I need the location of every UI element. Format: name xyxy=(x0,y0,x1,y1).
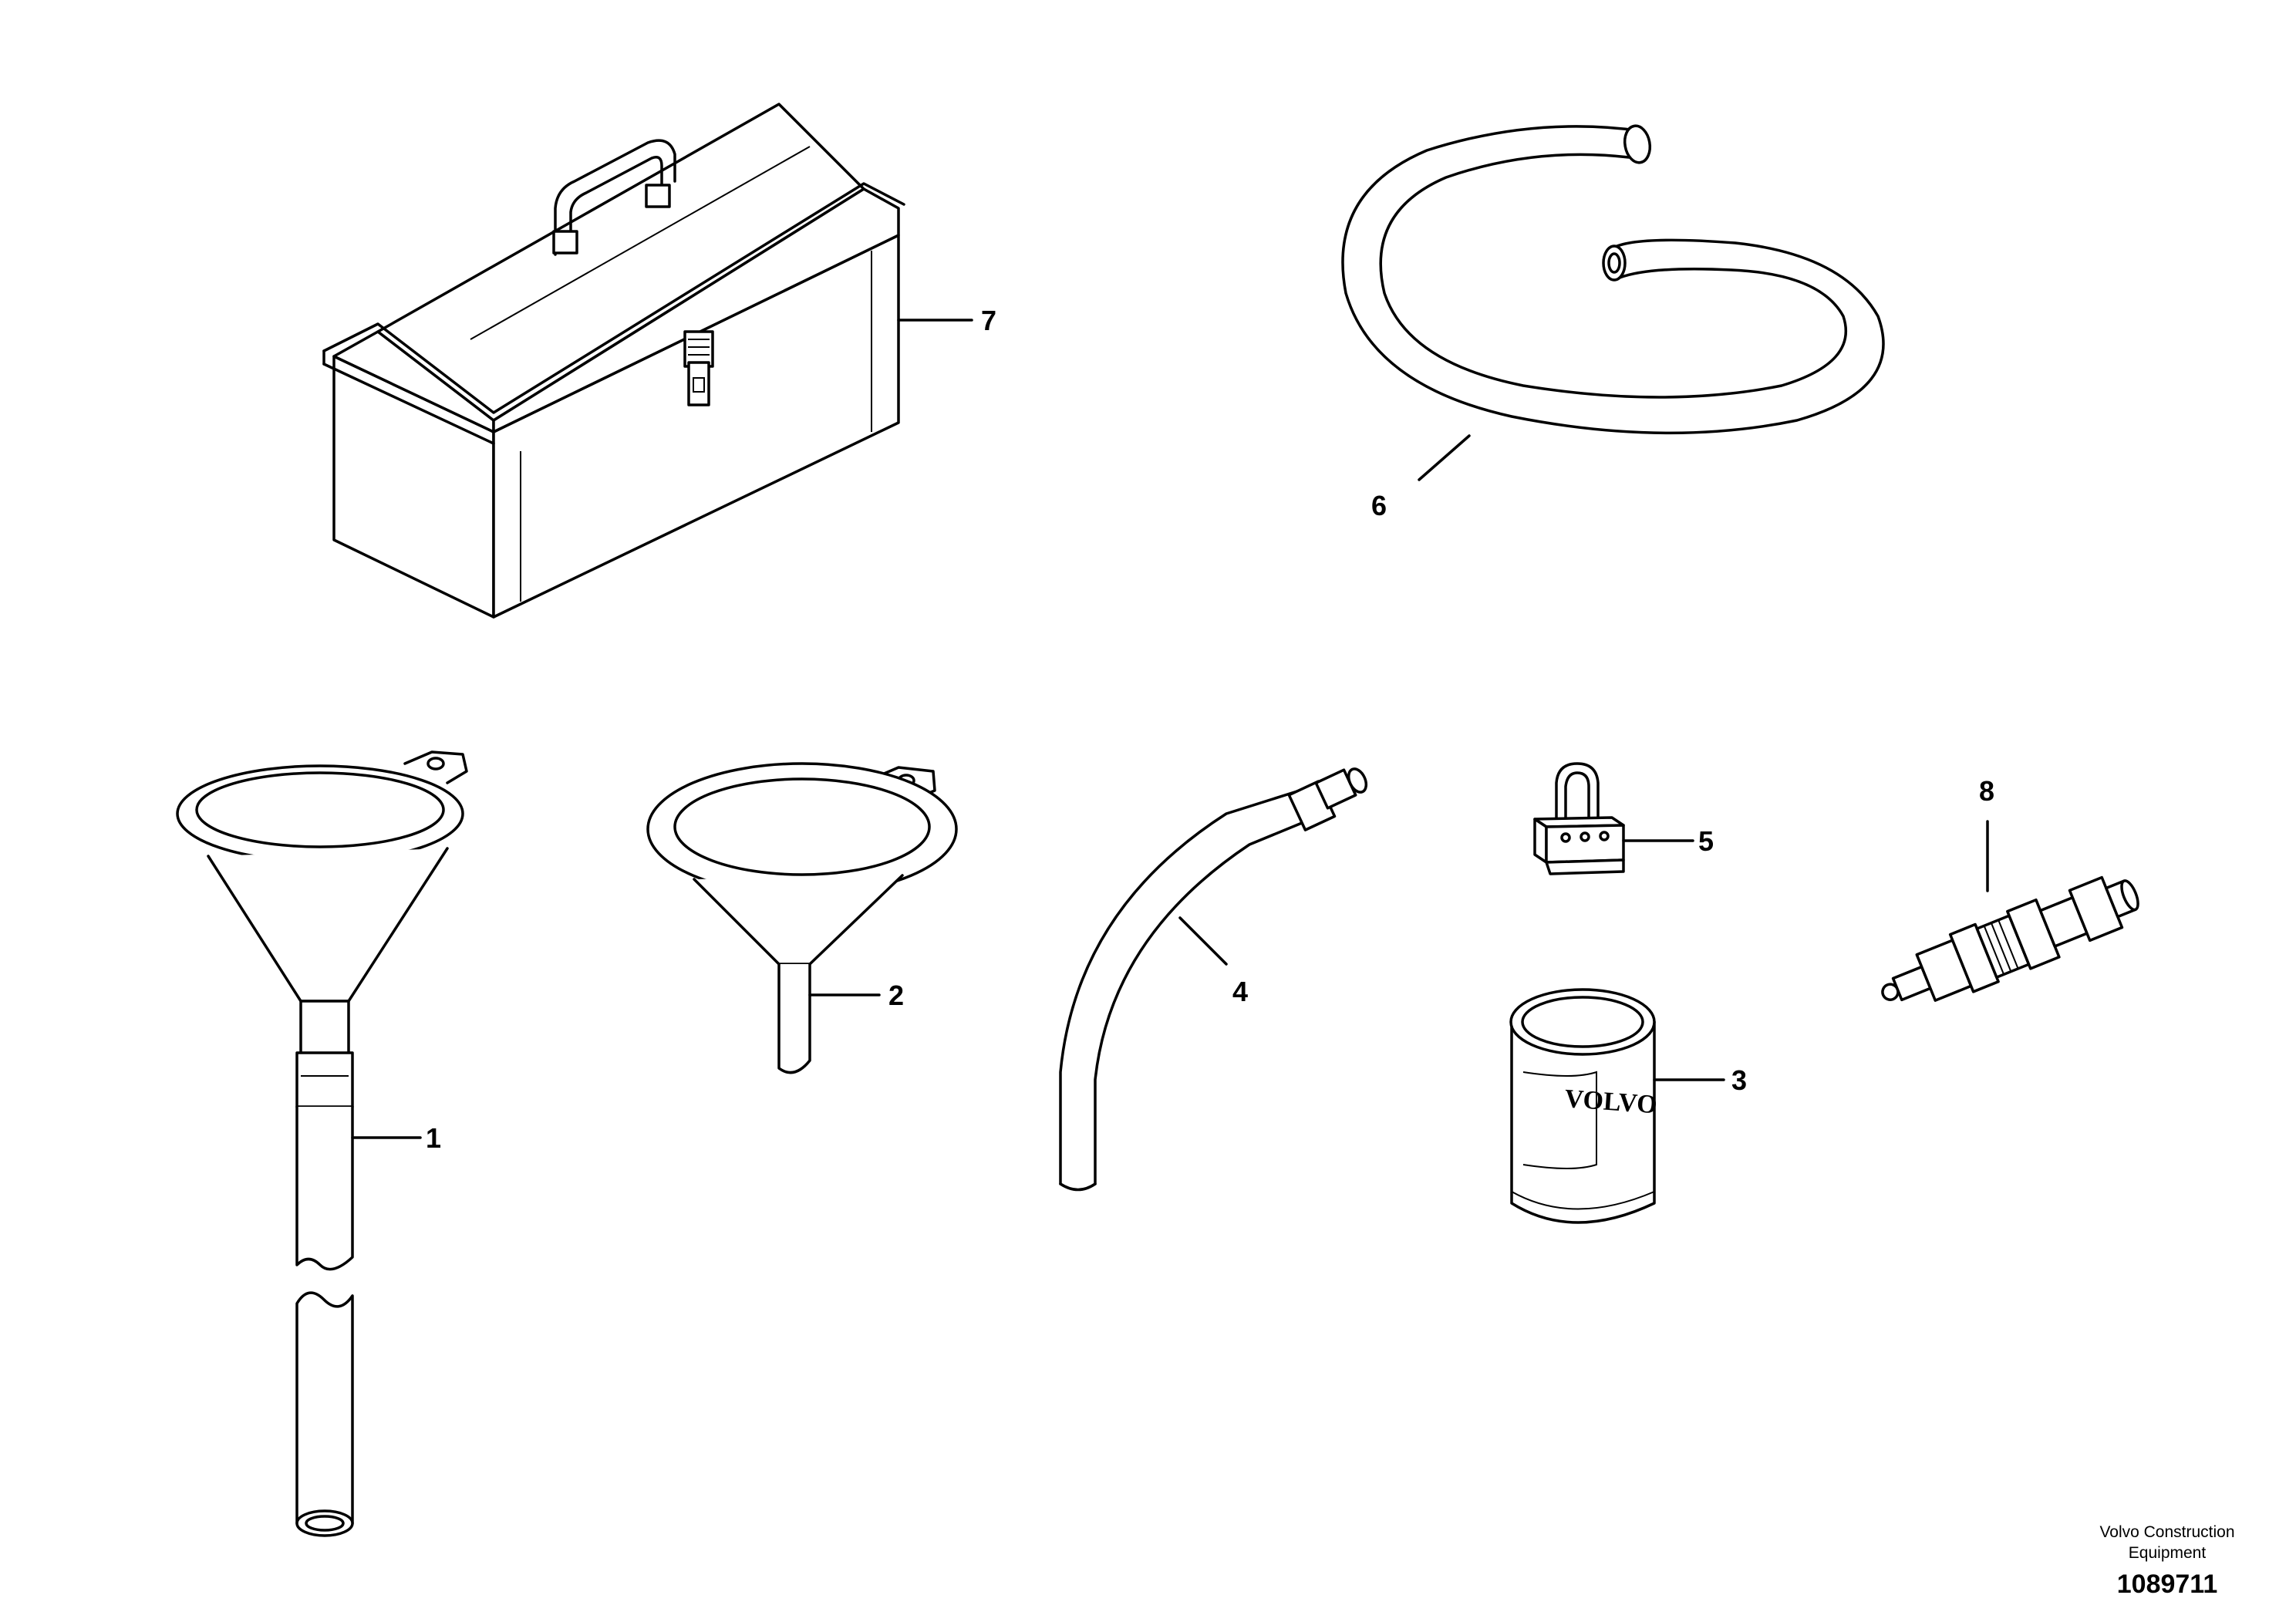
callout-2: 2 xyxy=(808,980,904,1011)
callout-6-label: 6 xyxy=(1371,490,1387,521)
connector-part xyxy=(1881,875,2139,1002)
callout-1-label: 1 xyxy=(426,1122,441,1154)
callout-8-label: 8 xyxy=(1979,775,1994,807)
padlock-part xyxy=(1533,762,1625,875)
hose-fitting-part xyxy=(1059,767,1368,1192)
drawing-footer: Volvo Construction Equipment 1089711 xyxy=(2099,1523,2234,1599)
callout-4: 4 xyxy=(1178,916,1248,1007)
callout-4-label: 4 xyxy=(1232,976,1248,1007)
callout-3: 3 xyxy=(1653,1064,1747,1096)
can-brand-label: VOLVO xyxy=(1563,1084,1657,1119)
callout-5-label: 5 xyxy=(1698,825,1714,857)
funnel-small-part xyxy=(646,762,958,1074)
callout-5: 5 xyxy=(1622,825,1714,857)
callout-7: 7 xyxy=(897,305,996,336)
callout-1: 1 xyxy=(351,1122,441,1154)
callout-8: 8 xyxy=(1979,775,1994,892)
toolbox-part xyxy=(322,103,905,619)
company-line-1: Volvo Construction xyxy=(2099,1523,2234,1541)
company-line-2: Equipment xyxy=(2129,1544,2207,1562)
callout-3-label: 3 xyxy=(1731,1064,1747,1096)
callout-7-label: 7 xyxy=(981,305,996,336)
funnel-long-tube-part xyxy=(176,750,468,1537)
drawing-number: 1089711 xyxy=(2117,1570,2218,1599)
hose-coil-part xyxy=(1341,124,1885,435)
callout-6: 6 xyxy=(1371,434,1471,521)
can-part: VOLVO xyxy=(1509,988,1658,1224)
callout-2-label: 2 xyxy=(888,980,904,1011)
